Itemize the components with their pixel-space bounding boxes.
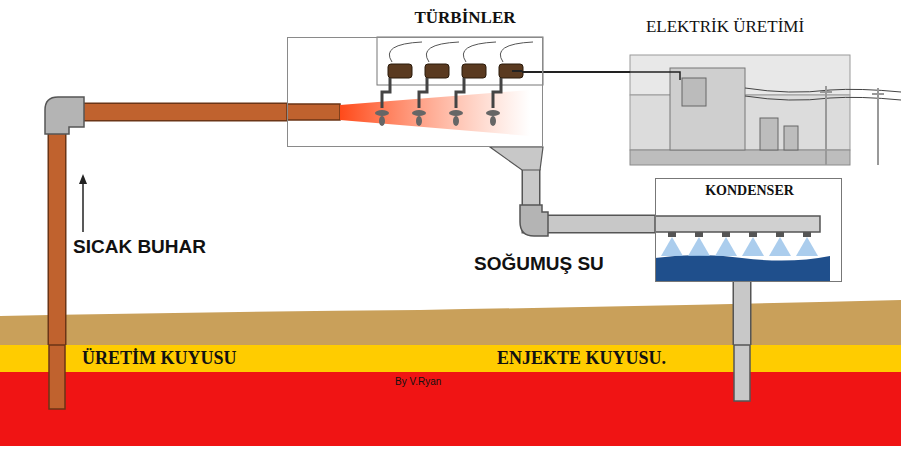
well-label: ENJEKTE KUYUSU. (497, 348, 666, 369)
red-layer (0, 372, 901, 446)
turbine-blade (490, 116, 496, 126)
flow-arrow (82, 182, 84, 232)
soil-layer (0, 300, 901, 345)
turbine-blade (412, 110, 426, 116)
pipe-wall (57, 112, 287, 345)
pipe-wall (531, 169, 655, 224)
generator-box (377, 37, 543, 85)
nozzle (695, 232, 703, 237)
condenser-label: KONDENSER (656, 183, 843, 199)
turbine-blade (486, 110, 500, 116)
turbine-coil (425, 64, 449, 78)
building-base (630, 150, 850, 165)
well-layer-band: ÜRETİM KUYUSU ENJEKTE KUYUSU. (0, 345, 901, 372)
pipe (531, 169, 655, 224)
transformer (760, 118, 778, 150)
pipe-elbow (45, 97, 84, 134)
turbine-blade (375, 110, 389, 116)
turbine-shaft (456, 78, 464, 108)
steam-jet (340, 90, 530, 136)
coil-lead (463, 42, 496, 62)
coil-lead (389, 42, 422, 62)
turbine-shaft (382, 78, 390, 108)
turbine-blade (379, 116, 385, 126)
pipe (742, 282, 743, 345)
flow-label: SOĞUMUŞ SU (474, 253, 604, 275)
generator (682, 78, 706, 106)
generator-hall (670, 68, 745, 150)
pipe-core (734, 282, 750, 345)
turbine-coil (462, 64, 486, 78)
turbine-blade (449, 110, 463, 116)
flow-arrowhead (79, 174, 87, 184)
turbine-blade (416, 116, 422, 126)
power-cable (543, 72, 630, 73)
yellow-layer (0, 345, 901, 372)
exhaust-funnel (490, 147, 543, 170)
building-heading: ELEKTRİK ÜRETİMİ (600, 17, 850, 37)
steam-pipe (287, 104, 340, 120)
pipe-core (57, 112, 287, 345)
nozzle (776, 232, 784, 237)
turbine-heading: TÜRBİNLER (386, 8, 544, 28)
injection-pipe (734, 345, 750, 401)
spray-pipe (655, 216, 820, 232)
turbine-set (375, 42, 533, 126)
pylon (820, 86, 884, 165)
pipe-elbow (520, 205, 548, 236)
power-wire (512, 70, 522, 72)
power-building: ELEKTRİK ÜRETİMİ (630, 45, 850, 165)
coil-lead (426, 42, 459, 62)
nozzle (668, 232, 676, 237)
power-wire (630, 72, 680, 80)
turbine-housing-fill (287, 37, 543, 147)
power-wire (522, 71, 543, 73)
nozzle (722, 232, 730, 237)
turbine-shaft (493, 78, 501, 108)
condenser-water (655, 255, 830, 282)
spray (769, 237, 791, 256)
pipe-core (543, 71, 630, 73)
spray (796, 237, 818, 256)
pipe-wall (733, 282, 752, 345)
nozzle (803, 232, 811, 237)
spray (661, 237, 683, 256)
production-pipe (49, 345, 65, 409)
well-label: ÜRETİM KUYUSU (82, 348, 237, 369)
condenser-box: KONDENSER (655, 178, 842, 282)
flow-label: SICAK BUHAR (73, 236, 206, 258)
turbine-coil (388, 64, 412, 78)
spray-nozzles (661, 232, 818, 256)
spray (688, 237, 710, 256)
spray (742, 237, 764, 256)
spray (715, 237, 737, 256)
turbine-blade (453, 116, 459, 126)
watermark: By V.Ryan (395, 376, 441, 388)
turbine-shaft (419, 78, 427, 108)
transformer (784, 126, 798, 150)
turbine-housing: TÜRBİNLER (287, 37, 543, 147)
nozzle (749, 232, 757, 237)
turbine-coil (499, 64, 523, 78)
coil-lead (500, 42, 533, 62)
pipe-core (531, 169, 655, 224)
pipe (57, 112, 287, 345)
